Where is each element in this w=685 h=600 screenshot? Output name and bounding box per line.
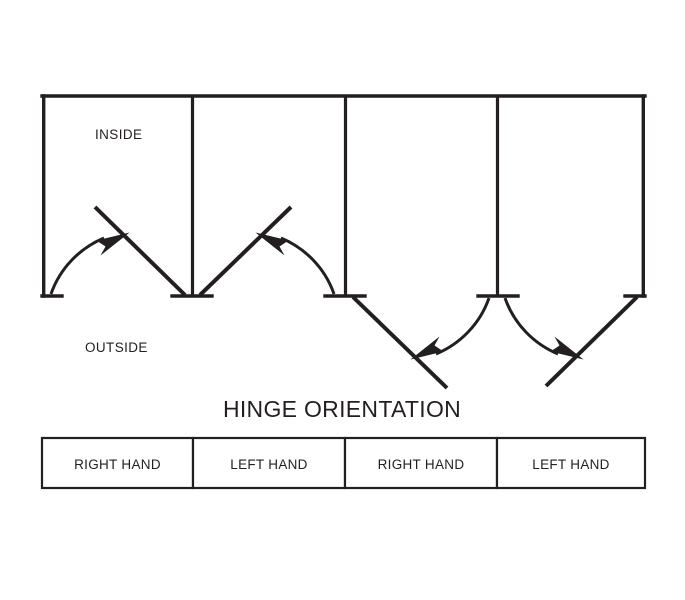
table-cell-label-1: RIGHT HAND [74,457,161,472]
table-cell-label-2: LEFT HAND [230,457,307,472]
wall-outline [40,94,647,298]
table-cell-box-2 [191,436,347,490]
inside-label: INSIDE [95,127,142,142]
panel-4-door-leaf [544,295,639,388]
diagram-title: HINGE ORIENTATION [223,396,461,422]
panel-2-swing-arc [280,236,336,295]
panel-1-swing-arrowhead [96,232,130,256]
outside-label: OUTSIDE [85,340,148,355]
table-cell-box-3 [343,436,499,490]
panel-1-door-swing [49,205,187,297]
panel-4-door-swing [503,295,639,388]
panel-4-swing-arrowhead [550,336,584,360]
panel-1-swing-arc [49,236,105,295]
table-cell-label-3: RIGHT HAND [378,457,465,472]
panel-3-door-swing [351,295,491,390]
panel-3-swing-arrowhead [410,336,444,360]
table-cell-box-4 [495,436,647,490]
panel-2-door-swing [198,205,336,297]
panel-2-door-leaf [198,205,293,297]
panel-2-swing-arrowhead [255,232,289,256]
panel-4-swing-arc [503,297,559,356]
table-cell-label-4: LEFT HAND [532,457,609,472]
hand-designation-table: RIGHT HAND LEFT HAND RIGHT HAND LEFT HAN… [40,436,647,490]
panel-3-swing-arc [435,297,491,356]
panel-1-door-leaf [93,205,187,297]
panel-3-door-leaf [351,295,449,390]
